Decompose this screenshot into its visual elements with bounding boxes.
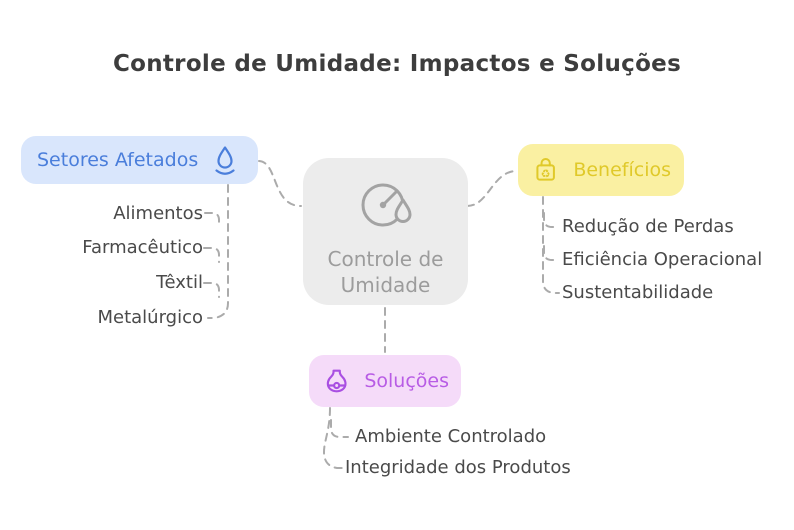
list-item-textil: Têxtil <box>156 272 203 293</box>
connector-center-benefits <box>466 170 518 207</box>
list-item-integridade-dos-produtos: Integridade dos Produtos <box>345 457 571 478</box>
connector-item-reducao <box>543 212 559 228</box>
page-title: Controle de Umidade: Impactos e Soluções <box>112 51 682 77</box>
list-item-metalurgico: Metalúrgico <box>97 307 203 328</box>
list-item-alimentos: Alimentos <box>113 203 203 224</box>
list-item-farmaceutico: Farmacêutico <box>82 237 203 258</box>
connector-benefits-trunk <box>542 196 560 294</box>
connector-item-eficiencia <box>543 245 559 261</box>
connector-item-ambiente <box>330 419 349 438</box>
benefits-node-label: Benefícios <box>573 159 671 181</box>
center-node-controle-de-umidade: Controle de Umidade <box>303 158 468 305</box>
connector-item-textil <box>203 282 220 298</box>
center-node-label: Controle de Umidade <box>327 247 444 297</box>
recycle-bag-icon: ♻ <box>536 158 555 181</box>
connector-center-sectors <box>258 160 302 207</box>
connector-solutions-trunk <box>322 407 343 469</box>
branch-node-beneficios: ♻ Benefícios <box>518 144 684 196</box>
list-item-reducao-de-perdas: Redução de Perdas <box>562 216 734 237</box>
solutions-node-label: Soluções <box>364 370 449 392</box>
branch-node-setores-afetados: Setores Afetados <box>21 136 258 184</box>
water-drop-icon <box>215 146 235 175</box>
connector-item-alimentos <box>204 212 220 228</box>
sectors-node-label: Setores Afetados <box>37 149 199 171</box>
list-item-eficiencia-operacional: Eficiência Operacional <box>562 249 763 270</box>
branch-node-solucoes: Soluções <box>309 355 461 407</box>
humidity-gauge-icon <box>361 183 411 227</box>
list-item-sustentabilidade: Sustentabilidade <box>562 282 714 303</box>
diffuser-icon <box>326 369 347 393</box>
connector-item-farmaceutico <box>203 247 220 263</box>
list-item-ambiente-controlado: Ambiente Controlado <box>355 426 547 447</box>
connector-sectors-trunk <box>207 184 229 319</box>
svg-text:♻: ♻ <box>541 167 551 180</box>
